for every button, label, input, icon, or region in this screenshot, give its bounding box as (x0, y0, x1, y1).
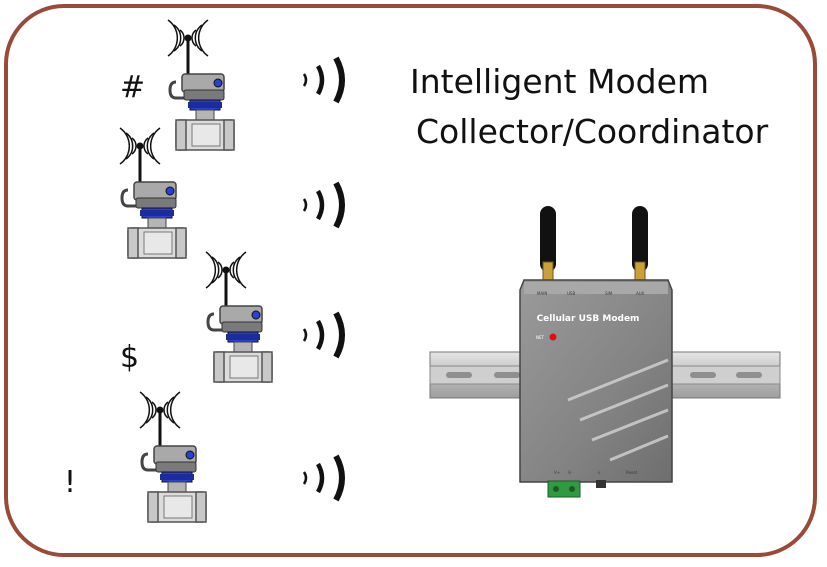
status-led-icon (549, 333, 557, 341)
modem-label: Cellular USB Modem (537, 314, 640, 324)
terminal-block (547, 480, 581, 498)
reset-button-icon (596, 480, 606, 488)
port-main: MAIN (537, 291, 547, 296)
radio-waves-icon (304, 58, 342, 102)
radio-waves-icon (304, 456, 342, 500)
port-aux: AUX (636, 291, 645, 296)
antenna-icon (540, 206, 556, 281)
port-reset: Reset (626, 470, 638, 475)
port-ground: ⏚ (597, 469, 601, 475)
radio-waves-icon (304, 313, 342, 357)
meter-1 (166, 18, 236, 152)
port-usb: USB (567, 291, 575, 296)
port-vminus: V- (568, 470, 573, 475)
marker-dollar: $ (120, 340, 140, 375)
port-sim: SIM (605, 291, 613, 296)
cellular-modem: Cellular USB Modem NET MAIN USB SIM AUX … (519, 279, 673, 498)
marker-hash: # (120, 70, 146, 105)
title-line-1: Intelligent Modem (410, 62, 710, 101)
antenna-icon (632, 206, 648, 281)
marker-exclamation: ! (64, 465, 77, 500)
radio-waves-icon (304, 183, 342, 227)
title-line-2: Collector/Coordinator (416, 112, 769, 151)
led-label: NET (536, 335, 545, 340)
port-vplus: V+ (554, 470, 560, 475)
meter-3 (204, 250, 274, 384)
diagram-frame (4, 4, 817, 557)
meter-4 (138, 390, 208, 524)
